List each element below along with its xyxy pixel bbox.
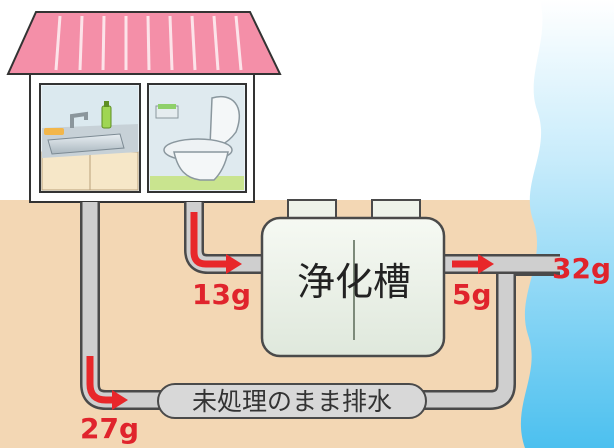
septic-tank: 浄化槽 xyxy=(260,199,446,358)
sink-basin xyxy=(47,133,125,155)
kitchen-room xyxy=(39,83,141,193)
untreated-label: 未処理のまま排水 xyxy=(157,383,427,419)
tank-outflow-value: 5g xyxy=(452,278,492,311)
kitchen-bod-value: 27g xyxy=(80,412,139,445)
tank-label: 浄化槽 xyxy=(297,260,411,304)
toilet-bod-value: 13g xyxy=(192,278,251,311)
house xyxy=(6,11,282,203)
house-roof xyxy=(6,11,282,75)
untreated-text: 未処理のまま排水 xyxy=(192,387,392,416)
toilet-room xyxy=(147,83,247,193)
flow-arrows xyxy=(86,212,494,410)
faucet xyxy=(70,111,88,128)
detergent-bottle xyxy=(101,105,112,129)
toilet-flow-arrow xyxy=(190,212,226,268)
kitchen-flow-arrow xyxy=(86,356,112,404)
sponge xyxy=(44,128,64,135)
river-water xyxy=(520,0,614,448)
total-bod-value: 32g xyxy=(552,252,611,285)
